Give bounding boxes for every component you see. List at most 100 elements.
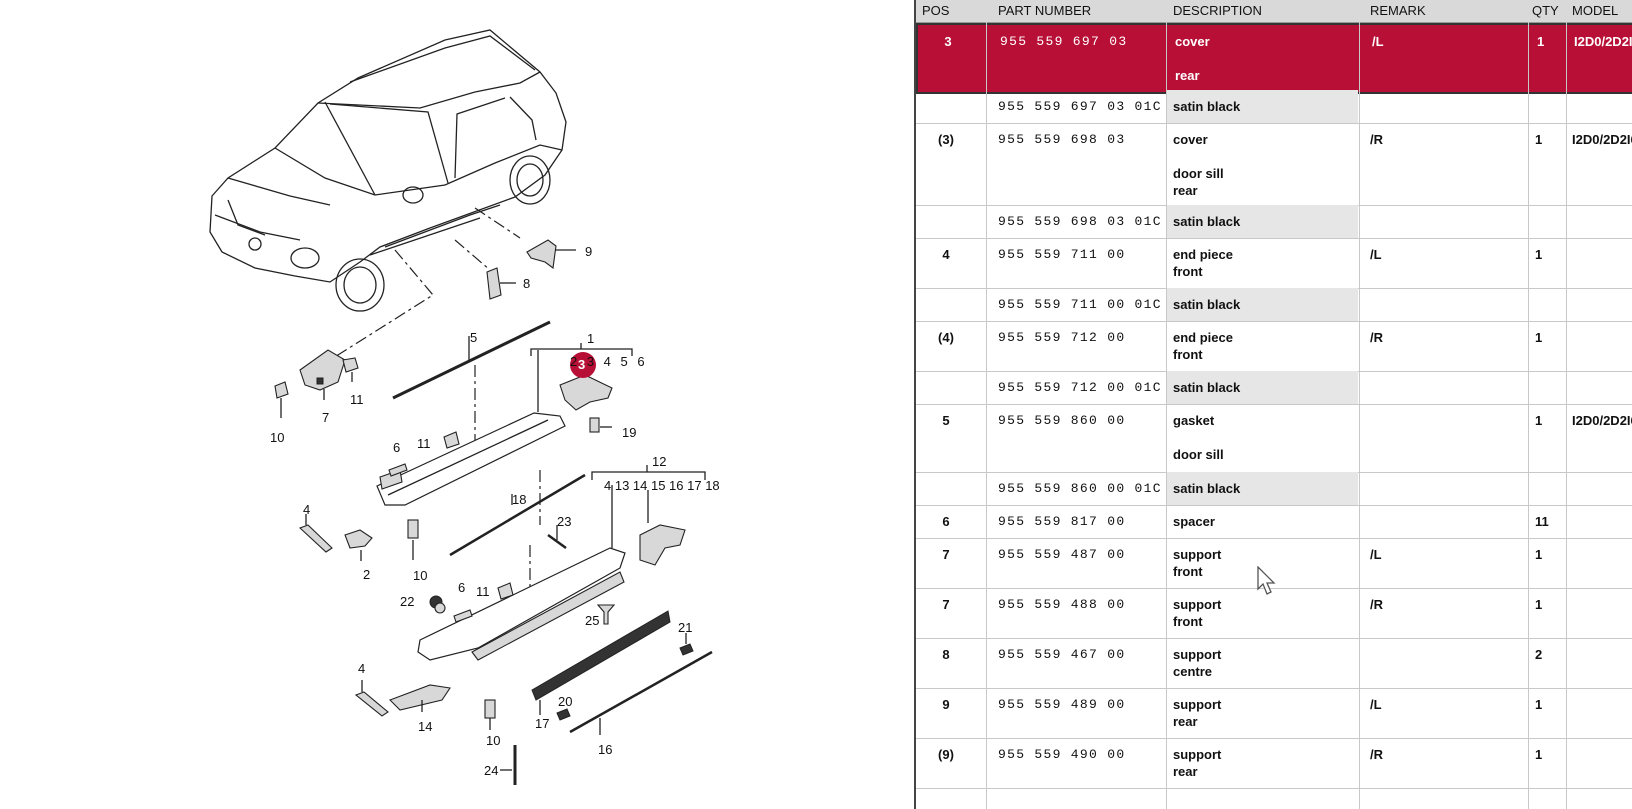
description-line: rear: [1173, 714, 1198, 729]
callout-5[interactable]: 5: [470, 330, 477, 345]
cell-description: satin black: [1173, 296, 1240, 330]
cell-qty: 1: [1535, 547, 1543, 562]
selected-callout-marker[interactable]: [570, 352, 596, 378]
callout-10[interactable]: 10: [486, 733, 500, 748]
lower-door-sill-cover: [417, 547, 626, 661]
callout-6[interactable]: 6: [393, 440, 400, 455]
header-description[interactable]: DESCRIPTION: [1173, 3, 1262, 18]
parts-table-header: POS PART NUMBER DESCRIPTION REMARK QTY M…: [916, 0, 1632, 23]
header-part-number[interactable]: PART NUMBER: [998, 3, 1092, 18]
header-pos[interactable]: POS: [922, 3, 950, 18]
cell-description: satin black: [1173, 480, 1240, 514]
header-remark[interactable]: REMARK: [1370, 3, 1426, 18]
callout-23[interactable]: 23: [557, 514, 571, 529]
satin-black-shade: [1167, 371, 1358, 404]
cell-qty: 1: [1535, 597, 1543, 612]
callout-22[interactable]: 22: [400, 594, 414, 609]
callout-2[interactable]: 2: [363, 567, 370, 582]
description-line: [1173, 148, 1224, 165]
cell-part-number: 955 559 697 03: [1000, 34, 1128, 49]
callout-19[interactable]: 19: [622, 425, 636, 440]
cell-pos: 9: [942, 697, 950, 712]
cell-qty: 1: [1537, 34, 1545, 49]
description-line: centre: [1173, 664, 1213, 679]
cell-model: I2D0/2D2I6EP/6ES: [1574, 33, 1632, 50]
cell-qty: 2: [1535, 647, 1543, 662]
callout-8[interactable]: 8: [523, 276, 530, 291]
callout-11[interactable]: 11: [417, 436, 431, 451]
cell-pos: 5: [942, 413, 950, 428]
satin-black-shade: [1167, 205, 1358, 238]
model-line: I2D0/2D2: [1572, 132, 1627, 147]
cell-remark: /R: [1370, 597, 1383, 612]
cell-pos: 3: [944, 34, 952, 49]
callout-12[interactable]: 12: [652, 454, 666, 469]
description-line: rear: [1175, 68, 1200, 83]
cell-part-number: 955 559 490 00: [998, 747, 1126, 762]
model-line: I6EP/6ES: [1626, 132, 1632, 147]
cell-description: support centre: [1173, 646, 1221, 680]
callout-21[interactable]: 21: [678, 620, 692, 635]
cell-pos: (3): [938, 132, 954, 147]
cell-pos: (9): [938, 747, 954, 762]
cell-part-number: 955 559 711 00: [998, 247, 1126, 262]
callout-4[interactable]: 4: [303, 502, 310, 517]
callout-24[interactable]: 24: [484, 763, 498, 778]
cell-part-number: 955 559 697 03 01C: [998, 99, 1162, 114]
cell-qty: 1: [1535, 697, 1543, 712]
callout-10[interactable]: 10: [270, 430, 284, 445]
callout-4[interactable]: 4: [358, 661, 365, 676]
cell-model: I2D0/2D2I6EP/6ES: [1572, 412, 1632, 429]
callout-7[interactable]: 7: [322, 410, 329, 425]
cell-description: spacer: [1173, 513, 1215, 547]
cell-part-number: 955 559 712 00 01C: [998, 380, 1162, 395]
callout-17[interactable]: 17: [535, 716, 549, 731]
callout-25[interactable]: 25: [585, 613, 599, 628]
callout-18[interactable]: 18: [512, 492, 526, 507]
model-line: I2D0/2D2: [1572, 413, 1627, 428]
description-line: support: [1173, 597, 1222, 612]
cell-pos: 6: [942, 514, 950, 529]
callout-9[interactable]: 9: [585, 244, 592, 259]
callout-11[interactable]: 11: [350, 392, 364, 407]
column-divider: [1359, 22, 1360, 809]
callout-1[interactable]: 1: [587, 331, 594, 346]
callout-6[interactable]: 6: [458, 580, 465, 595]
callout-3[interactable]: 3: [578, 357, 585, 372]
cell-qty: 1: [1535, 330, 1543, 345]
callout-14[interactable]: 14: [418, 719, 432, 734]
callout-16[interactable]: 16: [598, 742, 612, 757]
header-qty[interactable]: QTY: [1532, 3, 1559, 18]
callout-10[interactable]: 10: [413, 568, 427, 583]
callout-11[interactable]: 11: [476, 584, 490, 599]
callout-20[interactable]: 20: [558, 694, 572, 709]
description-line: rear: [1173, 183, 1198, 198]
description-line: gasket: [1173, 413, 1215, 428]
cell-part-number: 955 559 860 00: [998, 413, 1126, 428]
description-line: support: [1173, 647, 1222, 662]
satin-black-shade: [1167, 90, 1358, 123]
part-8-support-centre: [486, 267, 502, 300]
header-model[interactable]: MODEL: [1572, 3, 1619, 18]
description-line: support: [1173, 547, 1222, 562]
